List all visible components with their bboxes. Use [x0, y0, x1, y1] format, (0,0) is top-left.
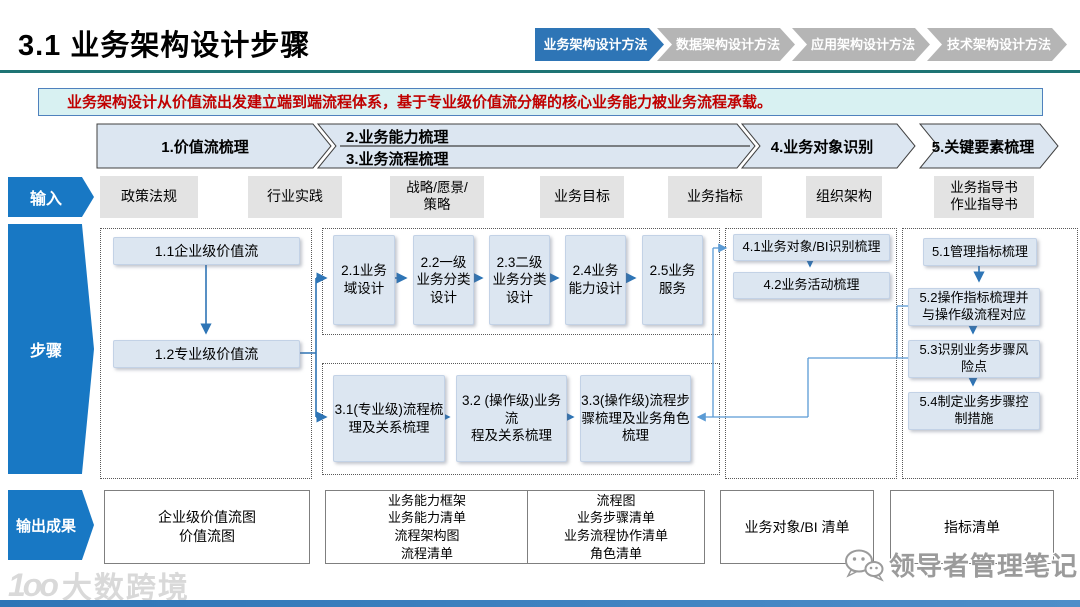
- input-policy: 政策法规: [100, 176, 198, 218]
- step-2-4: 2.4业务 能力设计: [565, 235, 626, 325]
- phase-4-label: 4.业务对象识别: [770, 138, 874, 156]
- step-4-1: 4.1业务对象/BI识别梳理: [733, 234, 890, 261]
- watermark-wechat-note: 领导者管理笔记: [843, 546, 1078, 583]
- container-objects: [725, 228, 897, 479]
- step-3-2: 3.2 (操作级)业务流 程及关系梳理: [456, 375, 567, 462]
- step-5-1: 5.1管理指标梳理: [923, 238, 1037, 266]
- phase-5-label: 5.关键要素梳理: [931, 138, 1035, 156]
- tab-business-architecture: 业务架构设计方法: [535, 28, 664, 61]
- input-strategy-vision: 战略/愿景/ 策略: [390, 176, 484, 218]
- input-industry-practice: 行业实践: [248, 176, 342, 218]
- output-object-list: 业务对象/BI 清单: [720, 490, 874, 564]
- tab-technology-architecture: 技术架构设计方法: [927, 28, 1067, 61]
- step-5-3: 5.3识别业务步骤风 险点: [908, 340, 1040, 378]
- wechat-note-text: 领导者管理笔记: [889, 551, 1079, 581]
- input-org-structure: 组织架构: [806, 176, 882, 218]
- row-label-output: 输出成果: [8, 490, 94, 560]
- page-title: 3.1 业务架构设计步骤: [18, 30, 311, 62]
- dashu-logo-icon: 1oo: [8, 566, 59, 603]
- subtitle-banner: 业务架构设计从价值流出发建立端到端流程体系，基于专业级价值流分解的核心业务能力被…: [38, 88, 1043, 116]
- watermark-dashu: 1oo 大数跨境: [8, 563, 190, 607]
- header-divider: [0, 70, 1080, 73]
- tab-data-architecture: 数据架构设计方法: [657, 28, 795, 61]
- output-value-stream-maps: 企业级价值流图 价值流图: [104, 490, 310, 564]
- tab-application-architecture: 应用架构设计方法: [792, 28, 930, 61]
- step-2-3: 2.3二级 业务分类 设计: [489, 235, 550, 325]
- step-2-1: 2.1业务 域设计: [333, 235, 395, 325]
- input-guidebooks: 业务指导书 作业指导书: [934, 176, 1034, 218]
- step-5-4: 5.4制定业务步骤控 制措施: [908, 392, 1040, 430]
- row-label-steps: 步骤: [8, 224, 94, 474]
- step-1-1: 1.1企业级价值流: [113, 237, 300, 265]
- step-3-3: 3.3(操作级)流程步 骤梳理及业务角色 梳理: [580, 375, 691, 462]
- bottom-accent-bar: [0, 600, 1080, 607]
- output-capability-deliverables: 业务能力框架 业务能力清单 流程架构图 流程清单: [325, 490, 529, 564]
- output-indicator-list: 指标清单: [890, 490, 1054, 564]
- dashu-logo-text: 大数跨境: [61, 572, 190, 605]
- step-4-2: 4.2业务活动梳理: [733, 272, 890, 299]
- input-business-indicators: 业务指标: [668, 176, 762, 218]
- step-5-2: 5.2操作指标梳理并 与操作级流程对应: [908, 288, 1040, 326]
- phase-1-label: 1.价值流梳理: [161, 138, 249, 156]
- input-business-goals: 业务目标: [540, 176, 624, 218]
- step-2-5: 2.5业务 服务: [642, 235, 703, 325]
- step-3-1: 3.1(专业级)流程梳 理及关系梳理: [333, 375, 445, 462]
- phase-2-label: 2.业务能力梳理: [346, 129, 449, 146]
- phase-3-label: 3.业务流程梳理: [346, 151, 449, 168]
- step-2-2: 2.2一级 业务分类 设计: [413, 235, 474, 325]
- container-elements: [902, 228, 1078, 479]
- row-label-input: 输入: [8, 177, 94, 217]
- wechat-icon: [843, 547, 885, 583]
- step-1-2: 1.2专业级价值流: [113, 340, 300, 368]
- output-process-deliverables: 流程图 业务步骤清单 业务流程协作清单 角色清单: [527, 490, 705, 564]
